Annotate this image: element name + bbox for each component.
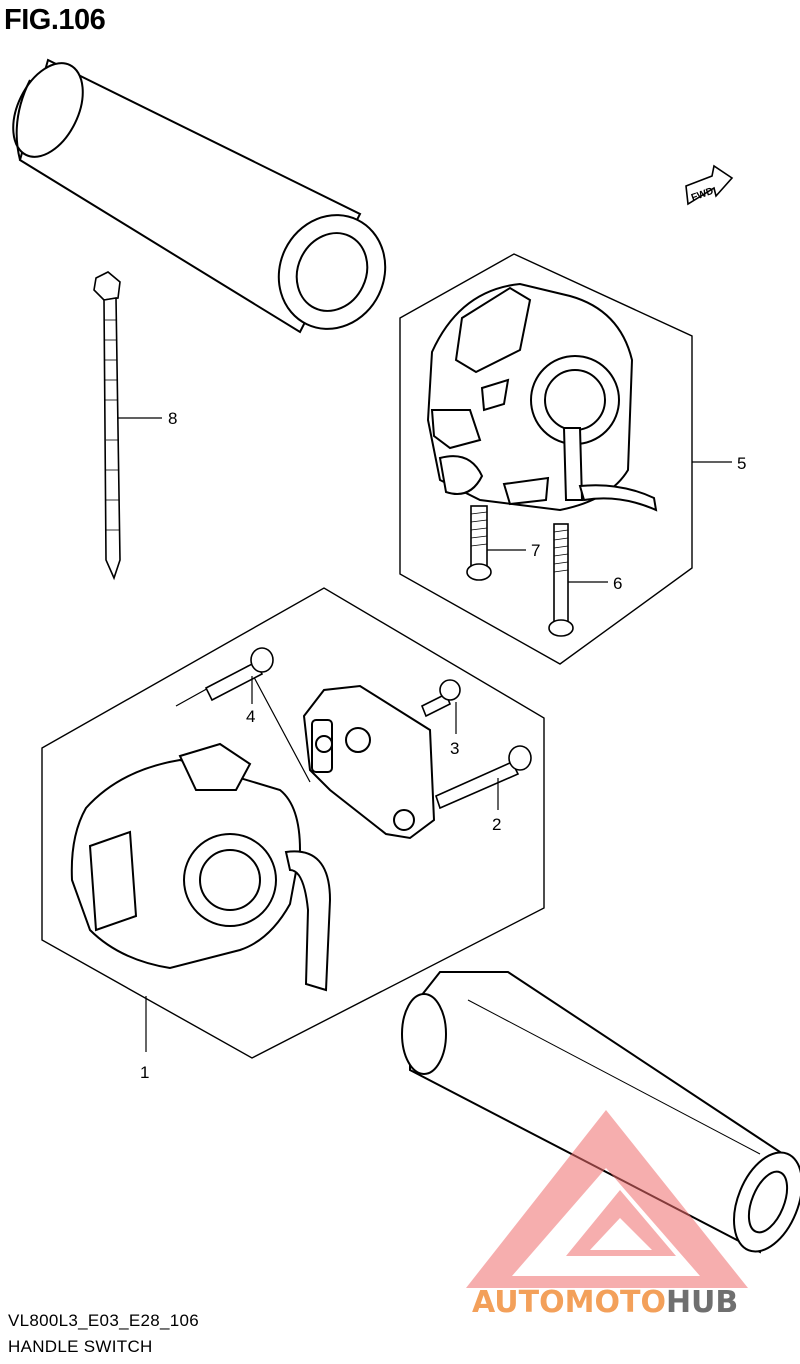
watermark-text: AUTOMOTOHUB	[472, 1285, 738, 1320]
left-handle-switch-assembly	[70, 742, 332, 992]
callout-label-3: 3	[450, 739, 459, 758]
forward-direction-badge: FWD	[685, 164, 734, 206]
figure-title: FIG.106	[4, 4, 106, 36]
cable-tie	[93, 271, 121, 581]
watermark-logo: AUTOMOTOHUB	[466, 1110, 748, 1320]
screw-6	[548, 523, 574, 637]
callout-label-2: 2	[492, 815, 501, 834]
callout-label-1: 1	[140, 1063, 149, 1082]
section-name: HANDLE SWITCH	[8, 1337, 153, 1356]
left-grip-rubber	[12, 58, 387, 334]
throttle-grip	[401, 971, 800, 1254]
switch-housing-lower-half	[302, 684, 436, 840]
callout-label-8: 8	[168, 409, 177, 428]
watermark-text-automoto: AUTOMOTO	[472, 1285, 666, 1320]
callout-label-4: 4	[246, 707, 255, 726]
watermark-triangle	[466, 1110, 748, 1288]
watermark-inner-triangle	[566, 1190, 676, 1256]
group-frame-right-switch	[399, 253, 693, 665]
screw-2	[435, 745, 532, 810]
callout-label-7: 7	[531, 541, 540, 560]
screw-3	[420, 679, 461, 718]
group-frame-left-switch	[41, 587, 545, 1059]
screw-4	[204, 647, 274, 702]
watermark-text-hub: HUB	[666, 1285, 738, 1320]
right-handle-switch-assembly	[426, 282, 658, 512]
screw-7	[466, 505, 492, 581]
callout-label-6: 6	[613, 574, 622, 593]
callout-label-5: 5	[737, 454, 746, 473]
model-code: VL800L3_E03_E28_106	[8, 1311, 199, 1330]
